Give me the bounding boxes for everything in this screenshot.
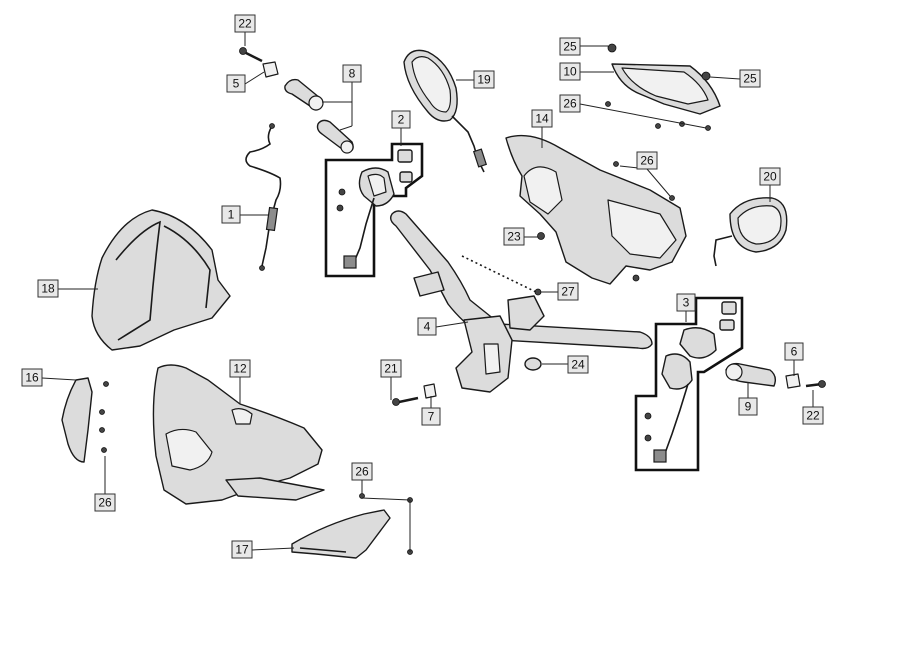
svg-text:12: 12 <box>233 362 247 376</box>
svg-text:3: 3 <box>683 296 690 310</box>
callout-25-right: 25 <box>739 69 761 88</box>
callout-1: 1 <box>221 205 241 224</box>
svg-text:19: 19 <box>477 73 491 87</box>
callout-22-top: 22 <box>234 14 256 33</box>
part-right-mirror-20 <box>713 197 788 267</box>
part-lower-cover-17 <box>291 493 413 559</box>
svg-text:2: 2 <box>398 113 405 127</box>
part-grip-8 <box>284 78 354 154</box>
part-instrument-cover-10 <box>605 43 721 131</box>
callout-14: 14 <box>531 109 553 128</box>
callout-17: 17 <box>231 540 253 559</box>
part-throttle-cable-1 <box>245 123 282 271</box>
part-nut-24 <box>524 357 542 371</box>
svg-text:26: 26 <box>563 97 577 111</box>
callout-5: 5 <box>226 74 246 93</box>
svg-text:22: 22 <box>238 17 252 31</box>
part-bolt-21 <box>392 396 419 406</box>
callout-2: 2 <box>391 110 411 129</box>
callout-26-top: 26 <box>559 94 581 113</box>
svg-text:26: 26 <box>355 465 369 479</box>
callout-21: 21 <box>380 359 402 378</box>
svg-text:7: 7 <box>428 410 435 424</box>
svg-text:14: 14 <box>535 112 549 126</box>
callout-7: 7 <box>421 407 441 426</box>
part-left-mirror-19 <box>403 49 488 173</box>
svg-text:23: 23 <box>507 230 521 244</box>
part-handlebar-4 <box>389 210 653 393</box>
svg-text:21: 21 <box>384 362 398 376</box>
part-side-cover-16 <box>61 377 109 463</box>
part-screw-23 <box>537 232 545 240</box>
leader-lines <box>41 32 814 552</box>
svg-text:26: 26 <box>98 496 112 510</box>
part-bar-end-6 <box>785 373 801 389</box>
callout-16: 16 <box>21 368 43 387</box>
svg-text:16: 16 <box>25 371 39 385</box>
callout-3: 3 <box>676 293 696 312</box>
callout-12: 12 <box>229 359 251 378</box>
part-left-switch-group-2 <box>324 142 424 278</box>
svg-text:9: 9 <box>745 400 752 414</box>
callout-20: 20 <box>759 167 781 186</box>
callout-25-top: 25 <box>559 37 581 56</box>
part-bar-end-5 <box>262 61 279 78</box>
part-bolt-22-right <box>805 380 826 388</box>
svg-text:22: 22 <box>806 409 820 423</box>
svg-text:18: 18 <box>41 282 55 296</box>
callout-22-right: 22 <box>802 406 824 425</box>
svg-text:8: 8 <box>349 67 356 81</box>
callout-9: 9 <box>738 397 758 416</box>
part-rear-cover-14 <box>505 134 687 285</box>
callout-19: 19 <box>473 70 495 89</box>
svg-text:24: 24 <box>571 358 585 372</box>
svg-text:25: 25 <box>743 72 757 86</box>
callout-6: 6 <box>784 342 804 361</box>
callout-26-left: 26 <box>94 493 116 512</box>
callout-10: 10 <box>559 62 581 81</box>
svg-text:5: 5 <box>233 77 240 91</box>
svg-text:4: 4 <box>424 320 431 334</box>
part-front-cover-12 <box>152 364 325 505</box>
part-right-switch-group-3 <box>634 296 744 472</box>
svg-text:20: 20 <box>763 170 777 184</box>
svg-text:1: 1 <box>228 208 235 222</box>
callout-27: 27 <box>557 282 579 301</box>
callout-4: 4 <box>417 317 437 336</box>
svg-text:17: 17 <box>235 543 249 557</box>
part-spacer-7 <box>423 383 437 399</box>
part-bolt-22-left <box>239 47 263 63</box>
part-right-grip-9 <box>725 362 777 387</box>
callout-23: 23 <box>503 227 525 246</box>
callout-24: 24 <box>567 355 589 374</box>
callout-8: 8 <box>342 64 362 83</box>
callout-18: 18 <box>37 279 59 298</box>
svg-text:26: 26 <box>640 154 654 168</box>
callout-26-bottom: 26 <box>351 462 373 481</box>
svg-text:27: 27 <box>561 285 575 299</box>
callout-26-cover: 26 <box>636 151 658 170</box>
part-windscreen-18 <box>91 209 231 351</box>
svg-text:25: 25 <box>563 40 577 54</box>
svg-text:6: 6 <box>791 345 798 359</box>
svg-text:10: 10 <box>563 65 577 79</box>
